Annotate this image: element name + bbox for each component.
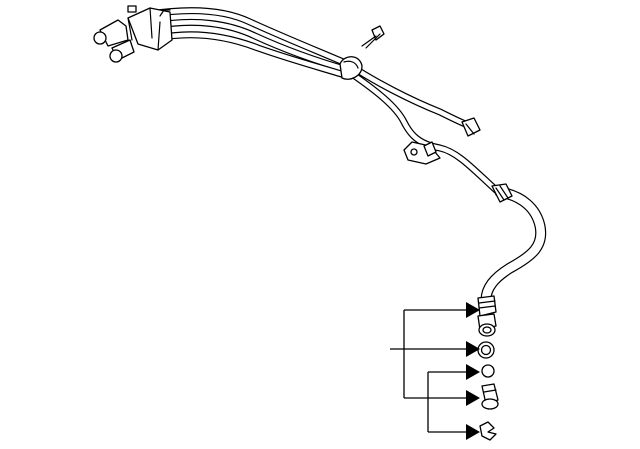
cooler-lines-assembly [146, 7, 547, 306]
callout-bracket-a [403, 309, 472, 399]
clip [479, 421, 497, 441]
rear-hose [477, 295, 497, 337]
o-ring [477, 341, 495, 359]
bolt [361, 25, 385, 49]
p-upper-outline [146, 7, 474, 130]
arrow-o-ring [466, 341, 480, 357]
arrow-clip [466, 424, 480, 440]
arrow-seal [466, 364, 480, 380]
manifold-block [93, 5, 173, 63]
connector [481, 383, 499, 410]
p-mid-core [152, 20, 351, 73]
hose-coupling [491, 183, 513, 203]
p-hose-core [481, 187, 546, 305]
seal [481, 364, 495, 378]
p-upper-core [147, 8, 473, 129]
upper-line-end-fitting [461, 117, 481, 137]
arrow-connector [466, 390, 480, 406]
mounting-bracket [403, 141, 441, 165]
p-branch-core [349, 71, 499, 193]
callout-bracket-b [427, 371, 472, 433]
arrow-rear-hose [466, 302, 480, 318]
bundle-clamp [339, 56, 363, 80]
p-lower-core [155, 32, 351, 79]
